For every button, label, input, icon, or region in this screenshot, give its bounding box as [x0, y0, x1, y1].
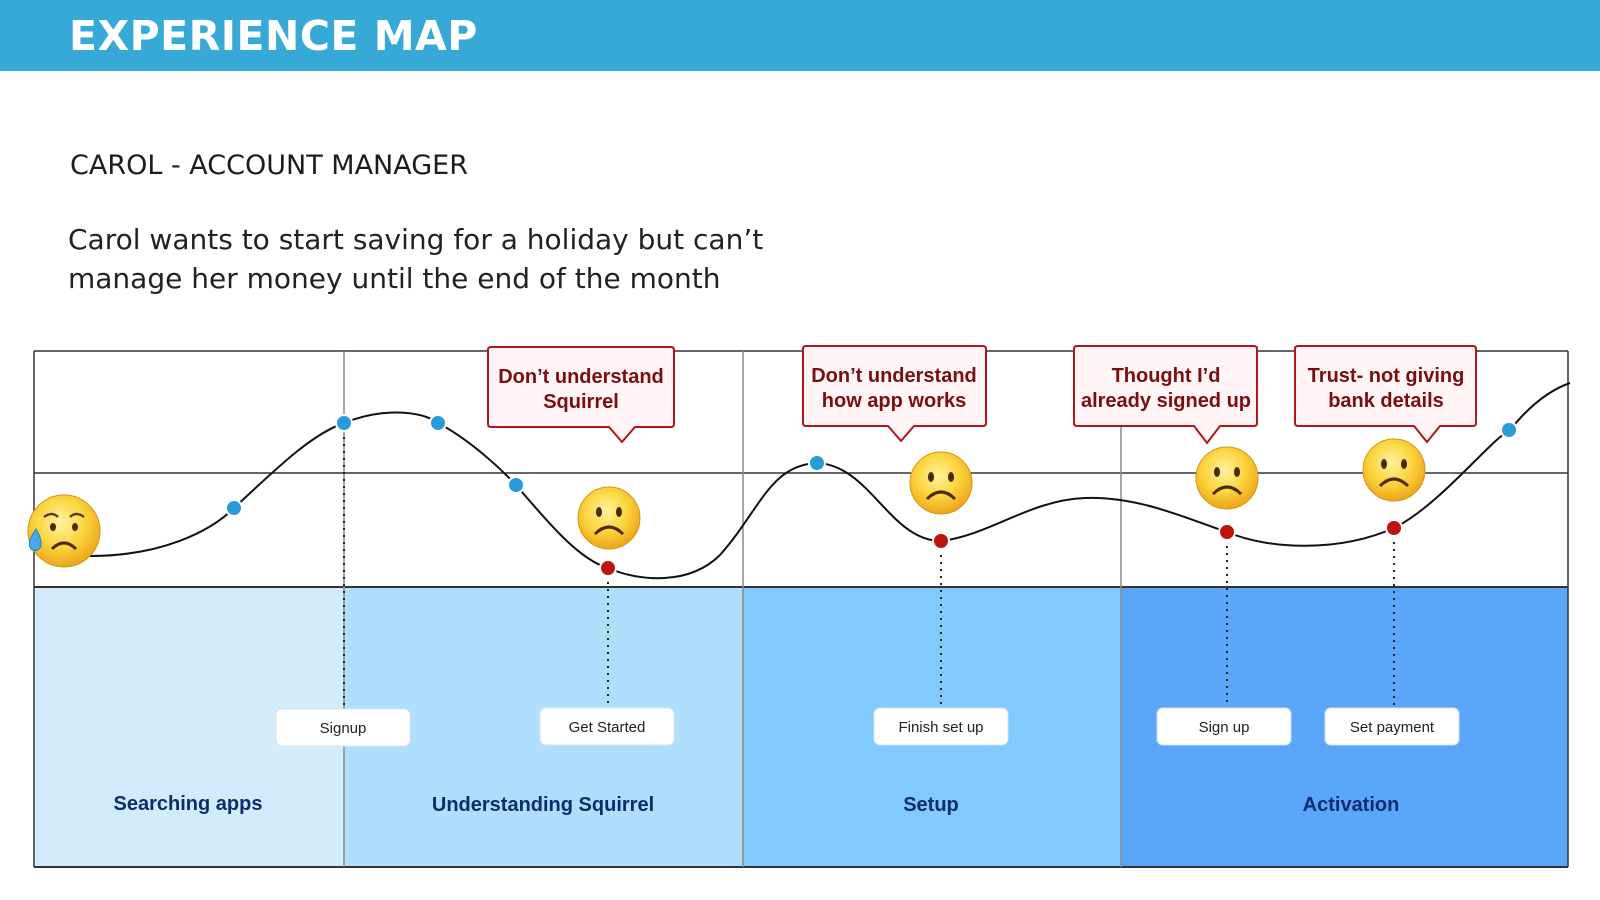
- frowning-face-emoji: [577, 486, 641, 550]
- persona-title: CAROL - ACCOUNT MANAGER: [70, 150, 468, 181]
- positive-point: [1500, 421, 1518, 439]
- journey-curve: [89, 382, 1571, 580]
- positive-point: [429, 414, 447, 432]
- callout-line: how app works: [822, 390, 966, 412]
- callout-line: Squirrel: [543, 391, 619, 413]
- positive-point: [335, 414, 353, 432]
- touchpoint-signup[interactable]: Signup: [275, 708, 411, 747]
- callout-line: Don’t understand: [811, 365, 977, 387]
- touchpoint-label: Set payment: [1350, 719, 1435, 736]
- touchpoint-label: Get Started: [569, 719, 646, 736]
- pain-callout: Trust- not giving bank details: [1294, 345, 1477, 444]
- frowning-face-emoji: [1195, 446, 1259, 510]
- frowning-face-emoji: [909, 451, 973, 515]
- page-title: EXPERIENCE MAP: [69, 12, 478, 60]
- callout-line: Don’t understand: [498, 366, 664, 388]
- callout-line: Trust- not giving: [1308, 365, 1465, 387]
- stage-label: Setup: [903, 794, 959, 816]
- positive-points: [225, 414, 1518, 517]
- pain-callout: Don’t understand how app works: [802, 345, 987, 443]
- stage-label: Activation: [1303, 794, 1400, 816]
- pain-point: [1385, 519, 1403, 537]
- stage-label: Understanding Squirrel: [432, 794, 654, 816]
- positive-point: [225, 499, 243, 517]
- pain-point: [1218, 523, 1236, 541]
- sad-sweat-emoji: [27, 494, 101, 568]
- touchpoint-label: Sign up: [1199, 719, 1250, 736]
- callout-line: Thought I’d: [1112, 365, 1221, 387]
- pain-point: [932, 532, 950, 550]
- scenario-description: Carol wants to start saving for a holida…: [68, 223, 764, 295]
- touchpoint-finish-set-up[interactable]: Finish set up: [873, 707, 1009, 746]
- pain-point: [599, 559, 617, 577]
- touchpoint-get-started[interactable]: Get Started: [539, 707, 675, 746]
- positive-point: [808, 454, 826, 472]
- pain-points: [599, 519, 1403, 577]
- pain-callout: Thought I’d already signed up: [1073, 345, 1258, 445]
- stage-label: Searching apps: [114, 793, 263, 815]
- touchpoint-set-payment[interactable]: Set payment: [1324, 707, 1460, 746]
- callout-line: bank details: [1328, 390, 1444, 412]
- frowning-face-emoji: [1362, 438, 1426, 502]
- touchpoint-sign-up[interactable]: Sign up: [1156, 707, 1292, 746]
- touchpoint-connectors: [343, 423, 1395, 705]
- pain-callout: Don’t understand Squirrel: [487, 346, 675, 444]
- touchpoint-label: Signup: [320, 720, 367, 737]
- callout-line: already signed up: [1081, 390, 1251, 412]
- grid: [33, 350, 1569, 868]
- touchpoint-label: Finish set up: [898, 719, 983, 736]
- header-bar: EXPERIENCE MAP: [0, 0, 1600, 71]
- positive-point: [507, 476, 525, 494]
